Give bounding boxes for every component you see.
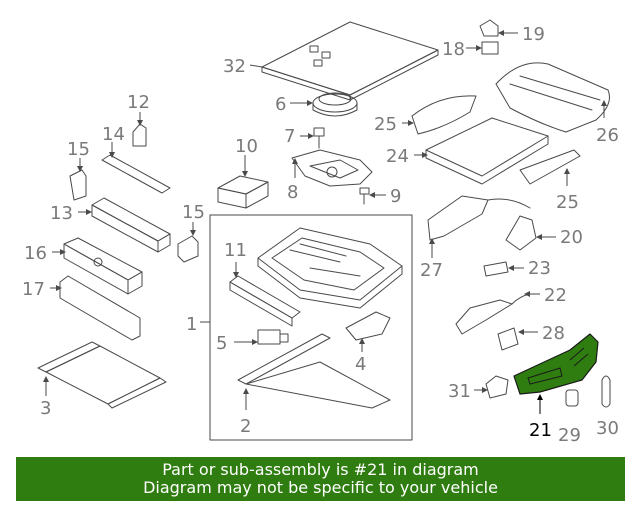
seat-parts-diagram: 32 6 7 8 9 10: [22, 19, 619, 446]
part-31: [474, 375, 509, 399]
callout-29: 29: [558, 425, 581, 446]
part-12: [132, 112, 147, 147]
callout-11: 11: [224, 240, 247, 261]
callout-30: 30: [596, 418, 619, 439]
callout-17: 17: [22, 279, 45, 300]
part-22: [455, 291, 540, 335]
banner-line-1: Part or sub-assembly is #21 in diagram: [162, 460, 479, 479]
callout-13: 13: [50, 203, 73, 224]
part-21-highlight: [513, 333, 599, 395]
part-18: [466, 41, 499, 55]
part-30: [601, 375, 611, 408]
part-13: [78, 197, 171, 253]
callout-32: 32: [223, 56, 246, 77]
callout-15b: 15: [182, 202, 205, 223]
part-9: [359, 187, 386, 205]
callout-3: 3: [40, 398, 51, 419]
callout-22: 22: [544, 285, 567, 306]
part-7: [300, 127, 325, 149]
callout-24: 24: [386, 146, 409, 167]
callout-1: 1: [186, 314, 197, 335]
part-32: [249, 21, 439, 101]
callout-27: 27: [420, 260, 443, 281]
part-4: [345, 311, 391, 352]
callout-5: 5: [216, 333, 227, 354]
banner-line-2: Diagram may not be specific to your vehi…: [143, 478, 498, 497]
callout-16: 16: [24, 243, 47, 264]
callout-4: 4: [355, 354, 366, 375]
part-21: [513, 333, 599, 414]
callout-31: 31: [448, 381, 471, 402]
part-27: [427, 195, 531, 258]
callout-21: 21: [529, 420, 552, 441]
part-16: [52, 237, 143, 295]
callout-15a: 15: [67, 139, 90, 160]
callout-12: 12: [127, 92, 150, 113]
callout-8: 8: [287, 182, 298, 203]
part-29: [565, 389, 579, 407]
part-25-right: [519, 149, 581, 186]
callout-6: 6: [275, 94, 286, 115]
part-26: [495, 62, 610, 133]
part-1-assembly-box: [200, 214, 413, 441]
part-15-right: [177, 222, 199, 263]
highlight-notice-banner: Part or sub-assembly is #21 in diagram D…: [16, 457, 625, 501]
part-28: [497, 327, 538, 351]
part-3: [37, 341, 167, 409]
part-11: [229, 262, 301, 327]
callout-25a: 25: [374, 114, 397, 135]
callout-20: 20: [560, 227, 583, 248]
callout-18: 18: [442, 39, 465, 60]
part-5: [234, 329, 289, 345]
part-17: [50, 275, 141, 341]
callout-2: 2: [240, 416, 251, 437]
part-23: [483, 261, 524, 277]
callout-28: 28: [542, 323, 565, 344]
part-24: [414, 117, 549, 185]
callout-23: 23: [528, 258, 551, 279]
callout-9: 9: [390, 186, 401, 207]
callout-7: 7: [284, 126, 295, 147]
callout-25b: 25: [556, 192, 579, 213]
callout-14: 14: [102, 124, 125, 145]
seat-frame: [257, 227, 403, 309]
part-15-left: [69, 158, 87, 201]
part-20: [505, 215, 556, 251]
part-19: [479, 19, 518, 37]
part-10: [217, 155, 269, 209]
part-8: [291, 149, 373, 187]
callout-10: 10: [235, 136, 258, 157]
callout-19: 19: [522, 24, 545, 45]
part-14: [101, 142, 171, 194]
part-25-top: [402, 95, 477, 135]
part-6: [290, 92, 358, 117]
callout-26: 26: [596, 125, 619, 146]
part-2: [237, 333, 391, 410]
